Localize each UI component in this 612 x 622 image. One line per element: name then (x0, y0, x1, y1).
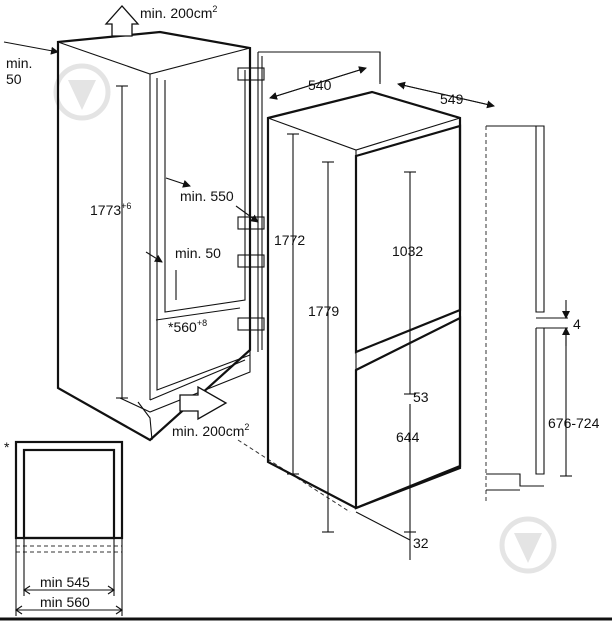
side-view (485, 125, 568, 504)
height-1779-label: 1779 (308, 303, 339, 319)
vent-bottom-label: min. 200cm2 (172, 422, 249, 439)
appliance-body (266, 52, 462, 510)
watermark-logo-icon (53, 63, 111, 121)
arrow-right-icon (179, 385, 228, 421)
min-560-label: min 560 (40, 594, 90, 610)
min-545-label: min 545 (40, 574, 90, 590)
gap-53-label: 53 (413, 389, 429, 405)
door-1032-label: 1032 (392, 243, 423, 259)
niche-width-label: *560+8 (168, 318, 207, 335)
min-550-label: min. 550 (180, 188, 234, 204)
side-gap-label: min. (6, 55, 32, 71)
gap-4-label: 4 (573, 316, 581, 332)
depth-549-label: 549 (440, 91, 464, 107)
top-view-niche: * (4, 439, 124, 616)
door-644-label: 644 (396, 429, 420, 445)
niche-height-label: 1773+6 (90, 201, 131, 218)
arrow-up-icon (104, 5, 140, 37)
min-50-label: min. 50 (175, 245, 221, 261)
asterisk-label: * (4, 439, 10, 455)
side-gap-value: 50 (6, 71, 22, 87)
base-32-label: 32 (413, 535, 429, 551)
vent-top-label: min. 200cm2 (140, 4, 217, 21)
watermark-logo-icon (499, 516, 557, 574)
depth-540-label: 540 (308, 77, 332, 93)
height-1772-label: 1772 (274, 232, 305, 248)
range-676-724-label: 676-724 (548, 415, 600, 431)
